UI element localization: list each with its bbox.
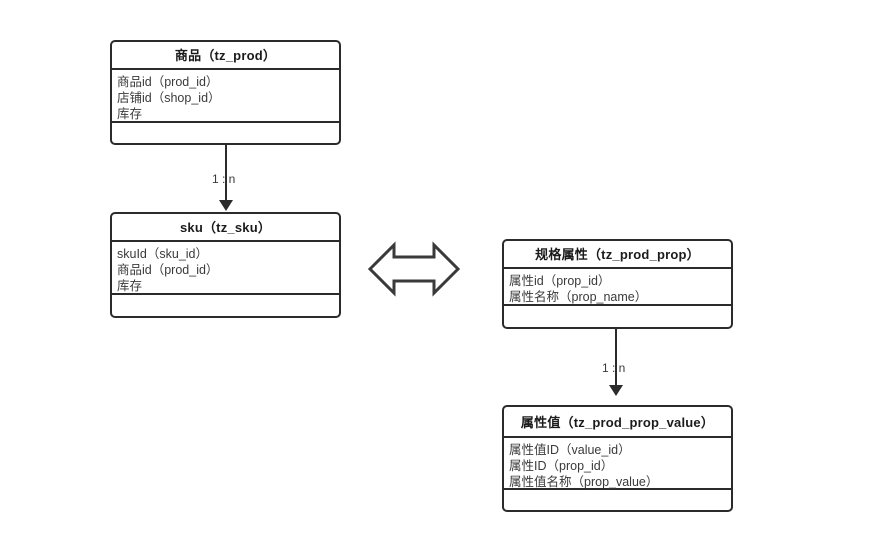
attribute-row: 属性ID（prop_id） (509, 459, 614, 473)
entity-header-tz-prod-prop-value: 属性值（tz_prod_prop_value） (504, 407, 731, 438)
double-headed-arrow-icon (367, 236, 461, 302)
attribute-row: 商品id（prod_id） (117, 75, 219, 89)
attribute-row: 商品id（prod_id） (117, 263, 219, 277)
entity-footer-tz-sku (112, 295, 339, 316)
attribute-row: 库存 (117, 107, 143, 121)
entity-tz-prod[interactable]: 商品（tz_prod） 商品id（prod_id） 店铺id（shop_id） … (110, 40, 341, 145)
entity-attributes-tz-prod: 商品id（prod_id） 店铺id（shop_id） 库存 (112, 70, 339, 123)
relation-label: 1 : n (212, 172, 236, 186)
entity-tz-sku[interactable]: sku（tz_sku） skuId（sku_id） 商品id（prod_id） … (110, 212, 341, 318)
attribute-row: 属性名称（prop_name） (509, 290, 648, 304)
attribute-row: 店铺id（shop_id） (117, 91, 221, 105)
entity-header-tz-prod-prop: 规格属性（tz_prod_prop） (504, 241, 731, 269)
attribute-row: skuId（sku_id） (117, 247, 209, 261)
relation-arrowhead-icon (219, 200, 233, 211)
relation-label: 1 : n (602, 361, 626, 375)
attribute-row: 属性值ID（value_id） (509, 443, 631, 457)
entity-footer-tz-prod-prop (504, 306, 731, 327)
entity-header-tz-sku: sku（tz_sku） (112, 214, 339, 242)
entity-attributes-tz-prod-prop-value: 属性值ID（value_id） 属性ID（prop_id） 属性值名称（prop… (504, 438, 731, 490)
entity-tz-prod-prop-value[interactable]: 属性值（tz_prod_prop_value） 属性值ID（value_id） … (502, 405, 733, 512)
relation-line (615, 329, 617, 387)
relation-arrowhead-icon (609, 385, 623, 396)
entity-header-tz-prod: 商品（tz_prod） (112, 42, 339, 70)
entity-attributes-tz-prod-prop: 属性id（prop_id） 属性名称（prop_name） (504, 269, 731, 306)
attribute-row: 库存 (117, 279, 143, 293)
attribute-row: 属性id（prop_id） (509, 274, 611, 288)
entity-footer-tz-prod-prop-value (504, 490, 731, 510)
relation-line (225, 145, 227, 202)
attribute-row: 属性值名称（prop_value） (509, 475, 659, 489)
entity-tz-prod-prop[interactable]: 规格属性（tz_prod_prop） 属性id（prop_id） 属性名称（pr… (502, 239, 733, 329)
entity-footer-tz-prod (112, 123, 339, 143)
entity-attributes-tz-sku: skuId（sku_id） 商品id（prod_id） 库存 (112, 242, 339, 295)
double-headed-arrow-svg (367, 241, 461, 297)
